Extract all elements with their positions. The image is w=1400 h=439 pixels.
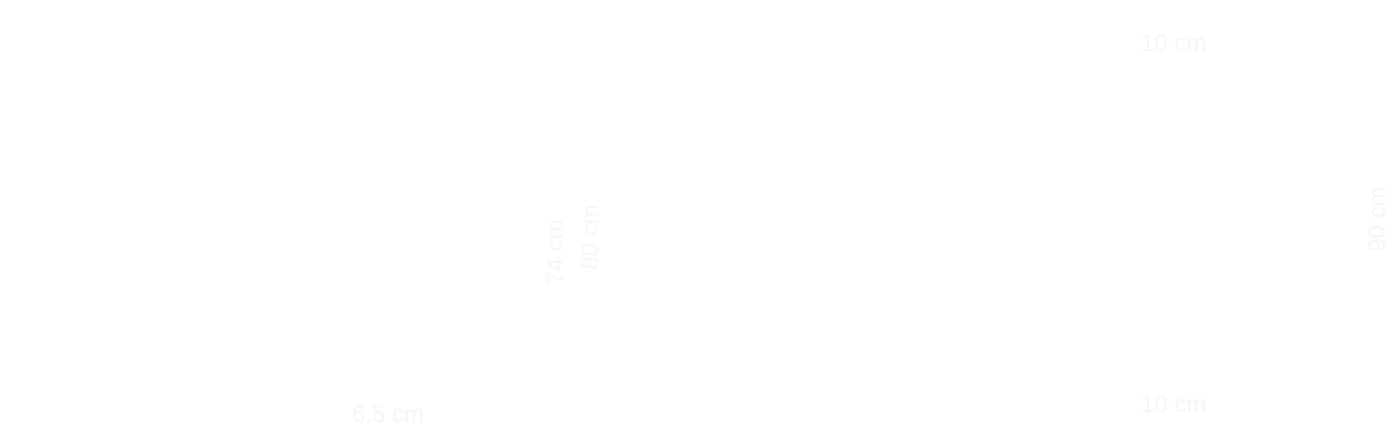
bottom-width-label: 6,5 cm [352, 401, 425, 428]
right-height-label: 90 cm [1364, 186, 1391, 252]
bottom-depth-label: 10 cm [1141, 391, 1207, 418]
inner-height-74-label: 74 cm [542, 219, 569, 285]
top-depth-label: 10 cm [1141, 30, 1207, 57]
inner-height-80-label: 80 cm [577, 204, 604, 270]
